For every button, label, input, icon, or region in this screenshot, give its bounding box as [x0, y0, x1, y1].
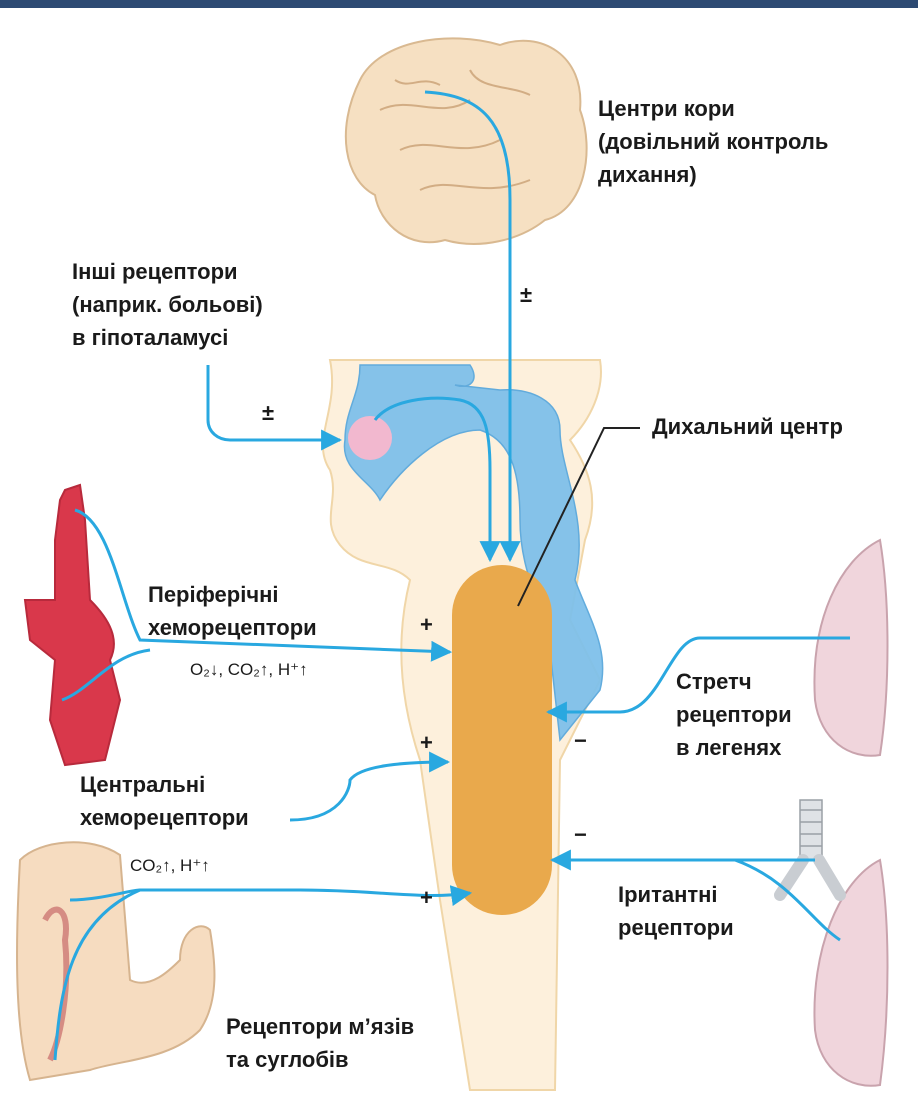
peripheral-chemoreceptors-label: Періферічні хеморецептори	[148, 578, 317, 644]
cortex-centers-label: Центри кори (довільний контроль дихання)	[598, 92, 828, 191]
stretch-receptors-label: Стретч рецептори в легенях	[676, 665, 792, 764]
muscle-joint-receptors-label: Рецептори м’язів та суглобів	[226, 1010, 414, 1076]
stretch-sign: −	[574, 728, 587, 754]
arm-illustration	[17, 842, 214, 1080]
lung-upper-illustration	[814, 540, 887, 756]
central-chemoreceptors-label: Центральні хеморецептори	[80, 768, 249, 834]
cortex-sign: ±	[520, 282, 532, 308]
respiratory-center-shape	[452, 565, 552, 915]
peripheral-stimuli-formula: O₂↓, CO₂↑, H⁺↑	[190, 660, 308, 680]
artery-illustration	[25, 485, 120, 765]
trachea-illustration	[780, 800, 840, 895]
central-stimuli-formula: CO₂↑, H⁺↑	[130, 856, 210, 876]
muscle-sign: +	[420, 885, 433, 911]
central-sign: +	[420, 730, 433, 756]
irritant-sign: −	[574, 822, 587, 848]
respiratory-center-label: Дихальний центр	[652, 410, 843, 443]
brain-illustration	[346, 38, 587, 244]
hypothalamus-sign: ±	[262, 400, 274, 426]
hypothalamus-spot	[348, 416, 392, 460]
peripheral-sign: +	[420, 612, 433, 638]
lung-lower-illustration	[780, 800, 888, 1086]
irritant-receptors-label: Іритантні рецептори	[618, 878, 734, 944]
hypothalamus-receptors-label: Інші рецептори (наприк. больові) в гіпот…	[72, 255, 263, 354]
